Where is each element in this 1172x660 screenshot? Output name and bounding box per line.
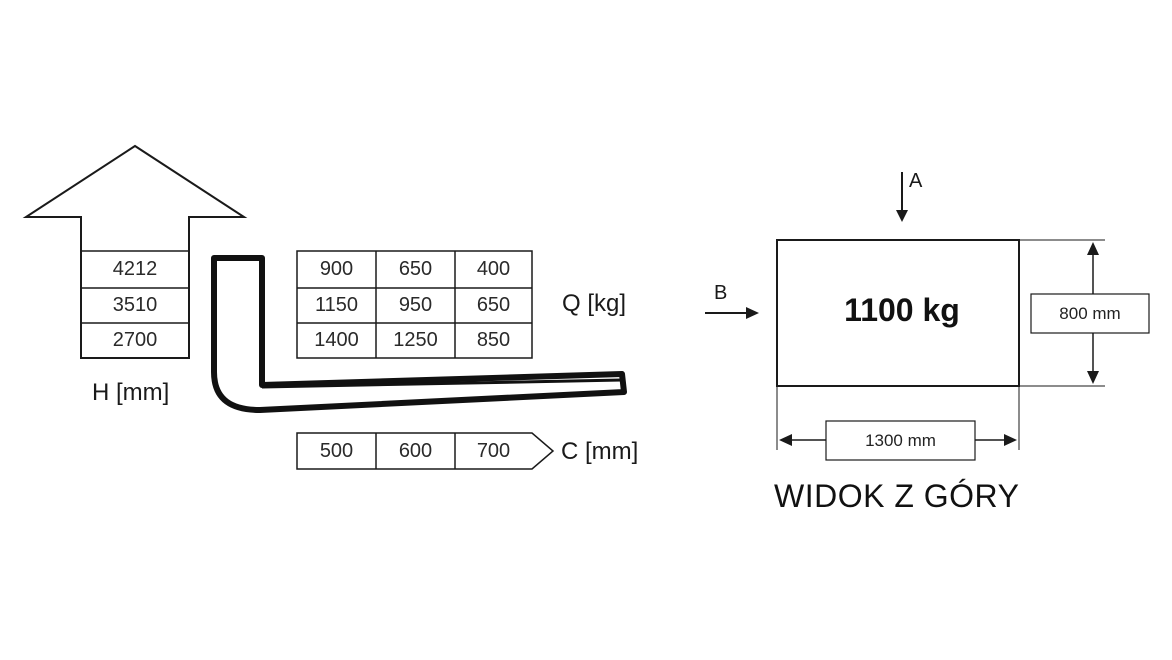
capacity-cell: 650 bbox=[398, 258, 433, 280]
center-label: C [mm] bbox=[561, 438, 639, 465]
top-view-title: WIDOK Z GÓRY bbox=[774, 478, 1020, 514]
capacity-cell: 1150 bbox=[314, 294, 358, 316]
capacity-cell: 950 bbox=[398, 294, 433, 316]
capacity-cell: 1250 bbox=[393, 329, 438, 351]
depth-arrowhead bbox=[1087, 371, 1099, 384]
height-label: H [mm] bbox=[92, 379, 170, 406]
fork-inner-line bbox=[261, 378, 623, 389]
length-arrowhead bbox=[1004, 434, 1017, 446]
height-value: 2700 bbox=[112, 329, 158, 351]
height-value: 4212 bbox=[112, 258, 158, 280]
center-value: 500 bbox=[319, 439, 354, 462]
load-box bbox=[776, 239, 1020, 387]
capacity-cell: 850 bbox=[476, 329, 511, 351]
fork-outline bbox=[211, 255, 627, 413]
center-value: 600 bbox=[398, 439, 433, 462]
capacity-cell: 650 bbox=[476, 294, 511, 316]
length-arrowhead bbox=[779, 434, 792, 446]
arrow-b-label: B bbox=[714, 282, 728, 304]
capacity-cell: 900 bbox=[319, 258, 354, 280]
height-arrow bbox=[22, 144, 248, 359]
center-arrow-frame bbox=[296, 432, 555, 470]
center-value: 700 bbox=[476, 439, 511, 462]
depth-arrowhead bbox=[1087, 242, 1099, 255]
height-value: 3510 bbox=[112, 294, 158, 316]
arrow-b-head bbox=[746, 307, 759, 319]
depth-label: 800 mm bbox=[1059, 303, 1121, 323]
capacity-table-frame bbox=[296, 250, 533, 359]
capacity-cell: 1400 bbox=[314, 329, 359, 351]
length-label: 1300 mm bbox=[865, 430, 936, 450]
length-label-box bbox=[825, 420, 976, 461]
depth-label-box bbox=[1030, 293, 1150, 334]
load-mass: 1100 kg bbox=[844, 292, 960, 328]
capacity-cell: 400 bbox=[476, 258, 511, 280]
arrow-a-head bbox=[896, 210, 908, 222]
capacity-label: Q [kg] bbox=[562, 290, 627, 317]
arrow-a-label: A bbox=[909, 170, 923, 192]
